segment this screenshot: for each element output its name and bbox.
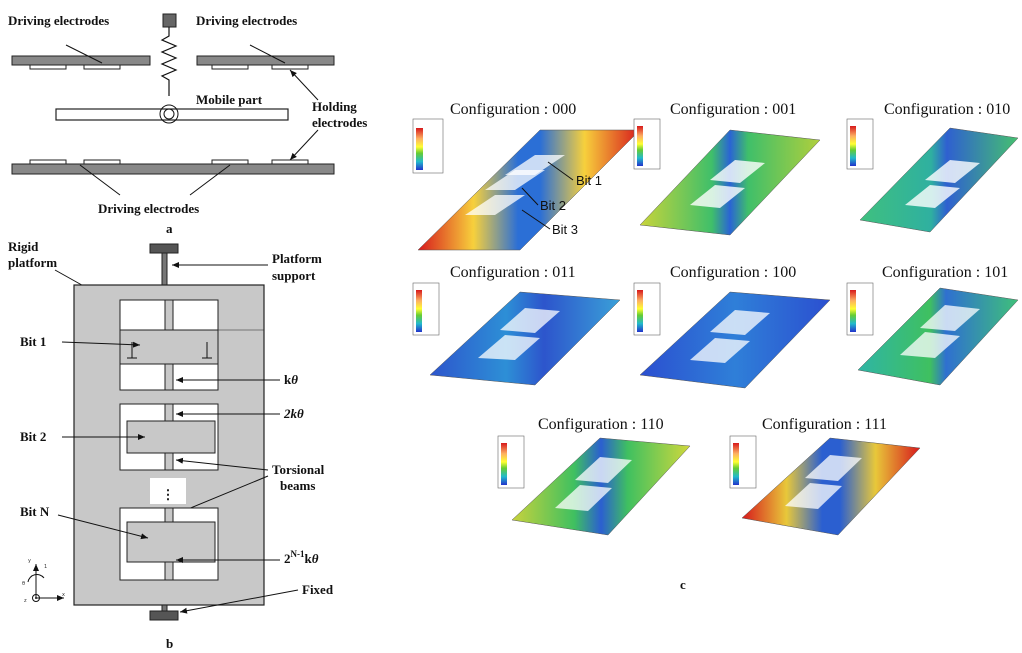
platform-support-label-line2: support (272, 268, 316, 283)
mobile-part-label: Mobile part (196, 92, 263, 107)
bit2-label: Bit 2 (20, 429, 46, 444)
bit1-plate (119, 329, 219, 365)
fem-plot-010 (846, 118, 1019, 233)
top-electrode (83, 64, 121, 70)
fem-plot-000 (412, 118, 641, 251)
k-theta-label-2: 2kθ (283, 406, 304, 421)
config-title-100: Configuration : 100 (670, 264, 796, 281)
holding-label-line2: electrodes (312, 115, 367, 130)
svg-text:z: z (24, 598, 27, 604)
driving-electrodes-label-left: Driving electrodes (8, 13, 109, 28)
config-title-111: Configuration : 111 (762, 416, 887, 433)
top-electrode (211, 64, 249, 70)
fem-plot-111 (729, 435, 921, 536)
pointer-line (65, 44, 103, 64)
spring-anchor (162, 13, 177, 28)
bottom-plate (11, 163, 335, 175)
panel-label-c: c (680, 577, 686, 592)
bit1-callout: Bit 1 (576, 173, 602, 188)
holding-label-line1: Holding (312, 99, 357, 114)
config-title-000: Configuration : 000 (450, 101, 576, 118)
config-title-110: Configuration : 110 (538, 416, 664, 433)
top-plate-left (11, 55, 151, 66)
mobile-part (55, 108, 289, 121)
bit1-label: Bit 1 (20, 334, 46, 349)
bitn-plate (126, 521, 216, 563)
platform-support-beam (161, 252, 168, 286)
driving-electrodes-label-bottom: Driving electrodes (98, 201, 199, 216)
panel-b: Rigid platform Platform support Bit 1 kθ… (8, 239, 334, 651)
config-title-010: Configuration : 010 (884, 101, 1010, 118)
driving-electrodes-label-right: Driving electrodes (196, 13, 297, 28)
top-plate-right (196, 55, 335, 66)
panel-c: Configuration : 000 Configuration : 001 … (412, 101, 1019, 592)
ellipsis: ⋮ (162, 487, 175, 502)
bottom-electrode (29, 159, 67, 165)
bit3-callout: Bit 3 (552, 222, 578, 237)
ellipsis-box (150, 478, 186, 504)
svg-text:x: x (62, 592, 65, 598)
svg-text:y: y (28, 558, 31, 564)
bit2-callout: Bit 2 (540, 198, 566, 213)
fem-plot-011 (412, 282, 621, 386)
svg-text:θ: θ (22, 581, 25, 587)
axes-icon: y 1 θ z x (22, 558, 65, 604)
fixed-anchor (149, 610, 179, 621)
bottom-electrode (211, 159, 249, 165)
svg-text:1: 1 (44, 564, 47, 570)
rigid-platform-label-line2: platform (8, 255, 57, 270)
top-electrode (29, 64, 67, 70)
torsional-beams-label-line1: Torsional (272, 462, 325, 477)
rigid-platform-label-line1: Rigid (8, 239, 39, 254)
fem-plot-110 (497, 435, 691, 536)
spring (160, 27, 178, 96)
k-theta-label-n: 2N-1kθ (284, 549, 319, 566)
pointer-line (249, 44, 286, 64)
torsional-beams-label-line2: beams (280, 478, 315, 493)
platform-support-anchor (149, 243, 179, 254)
config-title-001: Configuration : 001 (670, 101, 796, 118)
bottom-electrode (271, 159, 309, 165)
config-title-011: Configuration : 011 (450, 264, 576, 281)
fem-plot-100 (633, 282, 831, 389)
fem-plot-101 (846, 282, 1019, 386)
bottom-electrode (83, 159, 121, 165)
hinge-icon (159, 104, 179, 124)
k-theta-label-1: kθ (284, 372, 298, 387)
fem-plot-001 (633, 118, 821, 236)
bitn-label: Bit N (20, 504, 50, 519)
top-electrode (271, 64, 309, 70)
config-title-101: Configuration : 101 (882, 264, 1008, 281)
panel-label-a: a (166, 221, 173, 236)
fixed-label: Fixed (302, 582, 334, 597)
fixed-beam (161, 604, 168, 612)
platform-support-label-line1: Platform (272, 251, 322, 266)
panel-label-b: b (166, 636, 173, 651)
panel-a: Driving electrodes Driving electrodes Mo… (8, 13, 367, 236)
